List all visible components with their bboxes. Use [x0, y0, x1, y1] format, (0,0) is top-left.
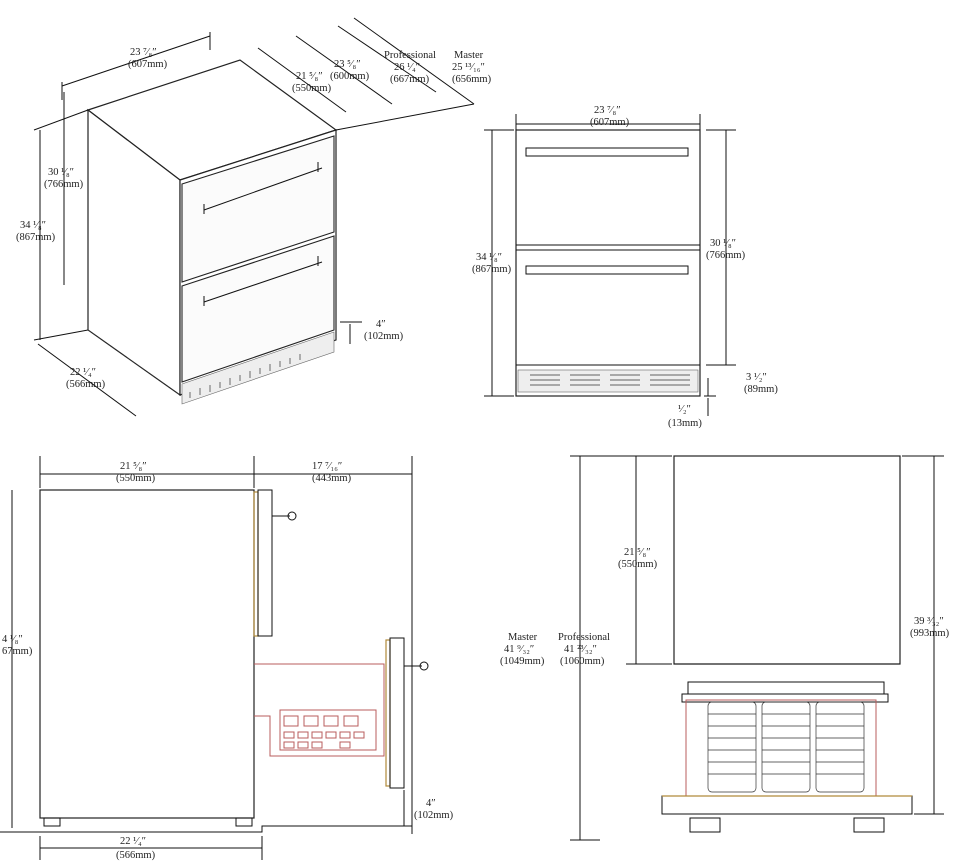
front-leg-height-value: ¹⁄₂″ [678, 404, 691, 415]
front-kick-height-value: 3 ¹⁄₂″ [746, 372, 767, 383]
iso-depth-body-mm: (550mm) [292, 83, 332, 94]
iso-lower-drawer [181, 235, 335, 383]
iso-depth-door-value: 23 ⁵⁄₈″ [334, 59, 361, 70]
front-height-total-value: 34 ¹⁄₈″ [476, 252, 502, 263]
front-height-body-mm: (766mm) [706, 250, 746, 261]
side-drawer-extension-value: 17 ⁷⁄₁₆″ [312, 461, 342, 472]
side-drawer-extension-mm: (443mm) [312, 473, 352, 484]
side-toe-kick-mm: (102mm) [414, 810, 454, 821]
top-professional-mm: (1060mm) [560, 656, 605, 667]
side-base-depth-value: 22 ¹⁄₄″ [120, 836, 146, 847]
front-leg-height-mm: (13mm) [668, 418, 702, 429]
iso-width-mm: (607mm) [128, 59, 168, 70]
side-upper-drawer-front [257, 489, 273, 637]
iso-master-value: 25 ¹³⁄₁₆″ [452, 62, 485, 73]
top-professional-value: 41 ²³⁄₃₂″ [564, 644, 597, 655]
side-extended-drawer-front [389, 637, 405, 789]
front-cabinet [515, 129, 701, 397]
top-drawer-front [661, 795, 913, 815]
top-professional-label: Professional [558, 632, 610, 643]
front-height-total-mm: (867mm) [472, 264, 512, 275]
top-master-value: 41 ⁹⁄₃₂″ [504, 644, 534, 655]
isometric-view: 23 ⁷⁄₈″ (607mm) 21 ⁵⁄₈″ (550mm) 23 ⁵⁄₈″ … [16, 17, 492, 417]
top-master-mm: (1049mm) [500, 656, 545, 667]
iso-height-total-mm: (867mm) [16, 232, 56, 243]
iso-height-body-mm: (766mm) [44, 179, 84, 190]
iso-upper-drawer [181, 135, 335, 283]
top-cabinet-depth-value: 21 ⁵⁄₈″ [624, 547, 651, 558]
front-width-mm: (607mm) [590, 117, 630, 128]
front-lower-handle [525, 265, 689, 275]
top-drawer-frame [685, 699, 877, 797]
iso-toe-kick-mm: (102mm) [364, 331, 404, 342]
top-cabinet [673, 455, 901, 665]
top-total-depth-value: 39 ³⁄₃₂″ [914, 616, 944, 627]
top-view: 21 ⁵⁄₈″ (550mm) Master 41 ⁹⁄₃₂″ (1049mm)… [500, 455, 950, 841]
iso-toe-kick-value: 4″ [376, 319, 386, 330]
iso-depth-body-value: 21 ⁵⁄₈″ [296, 71, 323, 82]
front-upper-handle [525, 147, 689, 157]
iso-height-body-value: 30 ¹⁄₈″ [48, 167, 74, 178]
side-depth-mm: (550mm) [116, 473, 156, 484]
front-width-value: 23 ⁷⁄₈″ [594, 105, 621, 116]
front-kick-height-mm: (89mm) [744, 384, 778, 395]
iso-height-total-value: 34 ¹⁄₈″ [20, 220, 46, 231]
iso-professional-label: Professional [384, 50, 436, 61]
iso-master-label: Master [454, 50, 484, 61]
side-toe-kick-value: 4″ [426, 798, 436, 809]
iso-master-mm: (656mm) [452, 74, 492, 85]
side-view: 21 ⁵⁄₈″ (550mm) 17 ⁷⁄₁₆″ (443mm) 4 ¹⁄₈″ … [0, 456, 454, 861]
top-drawer-rails [707, 701, 865, 793]
front-view: 23 ⁷⁄₈″ (607mm) 34 ¹⁄₈″ (867mm) 30 ¹⁄₈″ … [472, 105, 778, 429]
iso-professional-value: 26 ¹⁄₄″ [394, 62, 420, 73]
iso-width-value: 23 ⁷⁄₈″ [130, 47, 157, 58]
side-height-mm: 67mm) [2, 646, 33, 657]
iso-base-depth-value: 22 ¹⁄₄″ [70, 367, 96, 378]
iso-depth-door-mm: (600mm) [330, 71, 370, 82]
iso-base-depth-mm: (566mm) [66, 379, 106, 390]
side-cabinet [39, 489, 255, 819]
iso-professional-mm: (667mm) [390, 74, 430, 85]
top-master-label: Master [508, 632, 538, 643]
top-cabinet-depth-mm: (550mm) [618, 559, 658, 570]
front-height-body-value: 30 ¹⁄₈″ [710, 238, 736, 249]
front-kick-plate [517, 369, 699, 393]
side-height-value: 4 ¹⁄₈″ [2, 634, 23, 645]
side-base-depth-mm: (566mm) [116, 850, 156, 861]
top-total-depth-mm: (993mm) [910, 628, 950, 639]
side-depth-value: 21 ⁵⁄₈″ [120, 461, 147, 472]
